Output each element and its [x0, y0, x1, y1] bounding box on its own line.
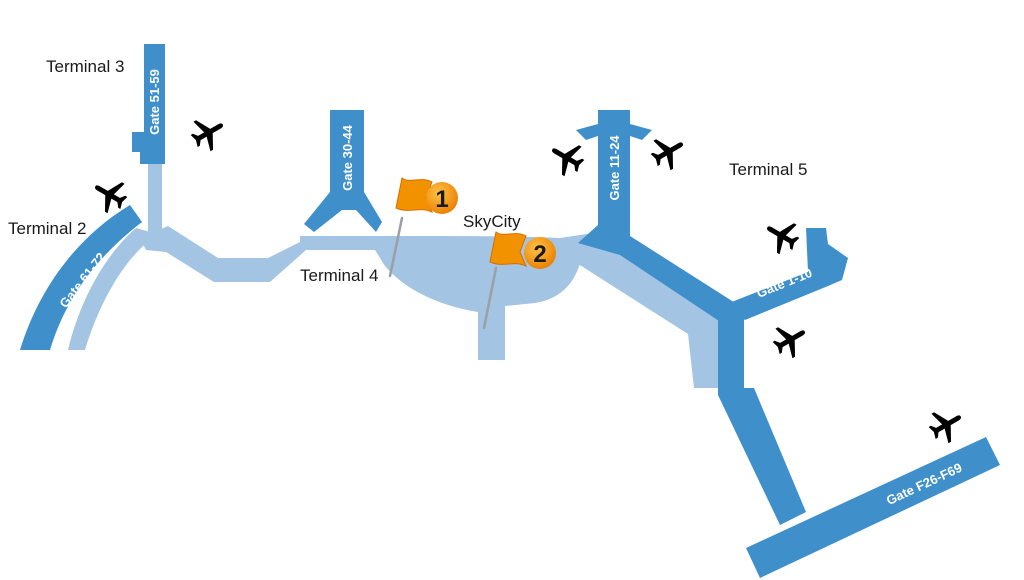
gate-f26-f69-area — [746, 437, 1000, 578]
flag-pin-icon — [388, 216, 404, 278]
terminal-4-label: Terminal 4 — [300, 266, 378, 285]
connector-t2-t4 — [140, 226, 306, 282]
terminal-2-inner-arc — [68, 228, 150, 350]
airplane-icon — [923, 401, 970, 448]
terminal-3-stem — [148, 164, 162, 238]
flag-pin-icon — [489, 231, 527, 268]
terminal-3-label: Terminal 3 — [46, 57, 124, 76]
marker-1[interactable]: 1 — [388, 177, 458, 278]
concourse-f-connector — [718, 302, 806, 525]
gate-51-59-area — [132, 44, 165, 164]
airplane-icon — [758, 212, 805, 259]
corridors — [68, 164, 732, 388]
gate-areas — [20, 44, 1000, 578]
airplane-icon — [767, 316, 814, 363]
marker-badge — [426, 182, 458, 214]
marker-number: 2 — [533, 241, 546, 268]
gate-1-10-area — [724, 228, 848, 320]
skycity-label: SkyCity — [463, 212, 521, 231]
terminal-5-label: Terminal 5 — [729, 160, 807, 179]
flag-pin-icon — [482, 266, 498, 330]
airplane-icon — [543, 134, 590, 181]
gate-61-72-area — [20, 205, 142, 350]
marker-2[interactable]: 2 — [482, 231, 556, 330]
airplane-icon — [185, 109, 232, 156]
terminal-2-label: Terminal 2 — [8, 219, 86, 238]
gate-label-51-59: Gate 51-59 — [147, 69, 162, 135]
marker-badge — [524, 237, 556, 269]
gate-label-30-44: Gate 30-44 — [340, 124, 355, 191]
gate-label-11-24: Gate 11-24 — [607, 135, 622, 201]
airplane-icon — [645, 128, 692, 175]
terminal-4-hall — [300, 236, 583, 360]
gate-30-44-area — [304, 110, 382, 232]
connector-t4-t5 — [560, 232, 732, 388]
gate-11-24-area — [576, 110, 740, 325]
marker-number: 1 — [435, 186, 448, 213]
